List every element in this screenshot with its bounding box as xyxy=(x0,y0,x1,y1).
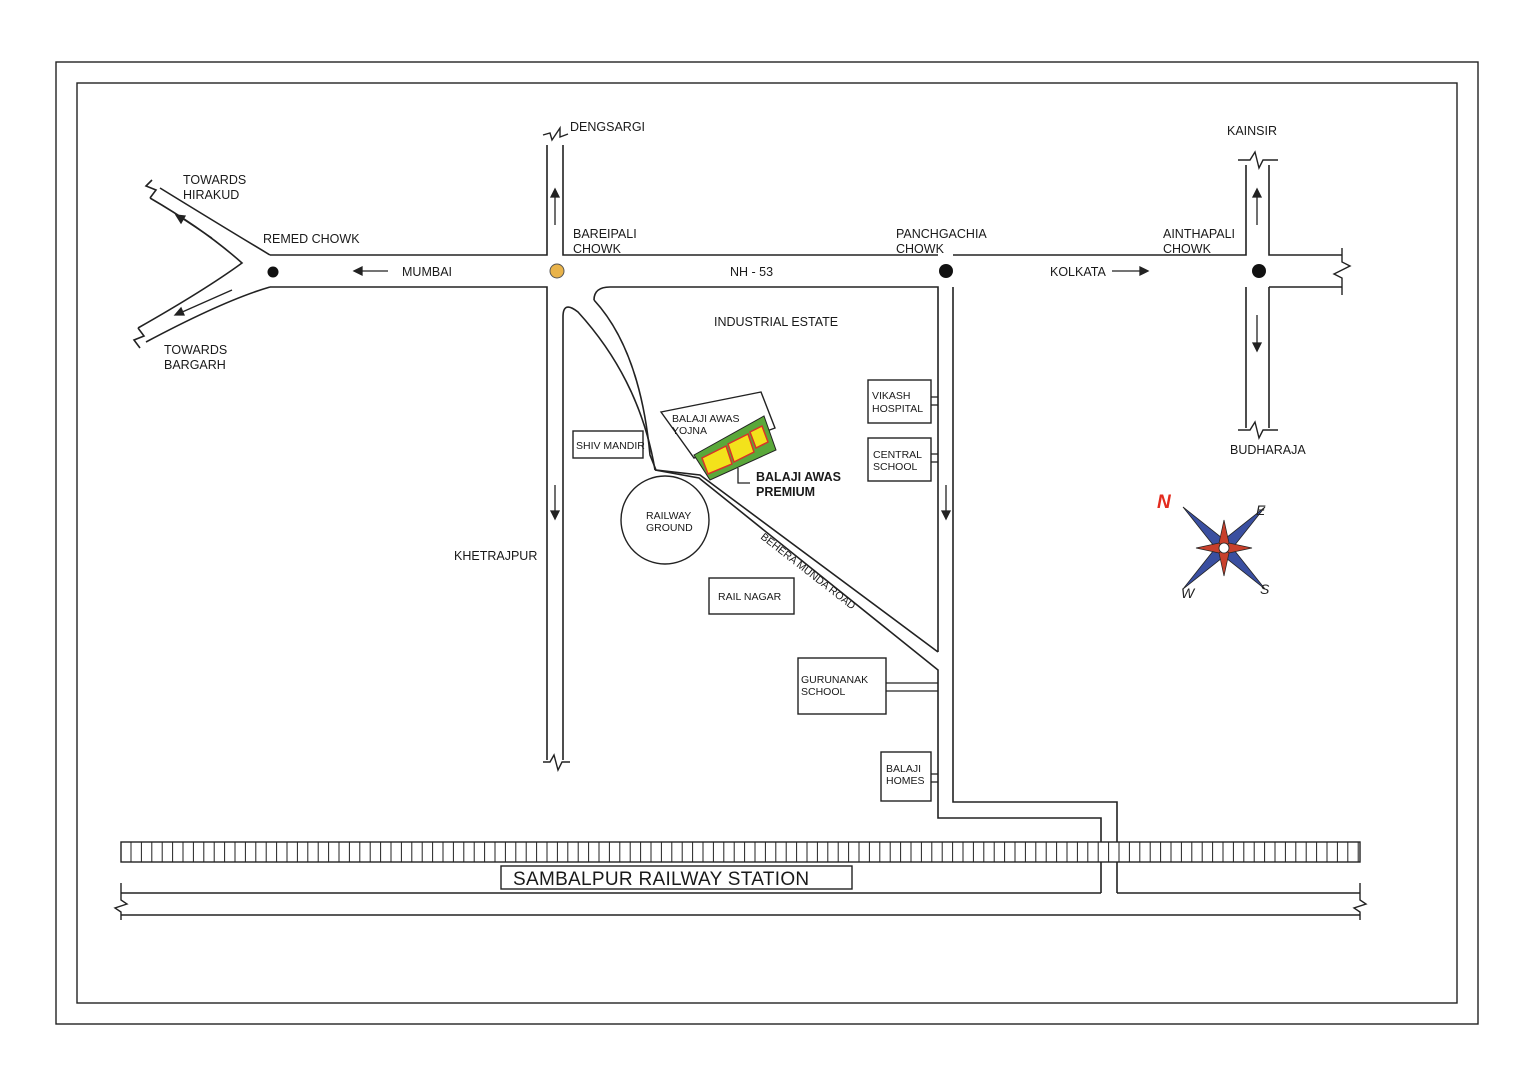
towards-bargarh-label-1: TOWARDS xyxy=(164,343,227,357)
nh53-road xyxy=(270,145,1342,893)
road-break-marks xyxy=(542,125,1352,772)
bareipali-chowk-label-2: CHOWK xyxy=(573,242,622,256)
balaji-awas-yojna-label-2: YOJNA xyxy=(672,425,707,437)
ainthapali-chowk-marker xyxy=(1252,264,1266,278)
railway-ground: RAILWAY GROUND xyxy=(620,475,710,565)
gurunanak-school: GURUNANAK SCHOOL xyxy=(797,657,938,715)
remed-chowk-marker xyxy=(267,266,279,278)
central-school: CENTRAL SCHOOL xyxy=(867,437,938,482)
balaji-awas-premium-label-1: BALAJI AWAS xyxy=(756,470,841,484)
dengsargi-label: DENGSARGI xyxy=(570,120,645,134)
railway-ground-label-1: RAILWAY xyxy=(646,510,691,522)
compass-east-label: E xyxy=(1256,502,1266,518)
remed-chowk-label: REMED CHOWK xyxy=(263,232,360,246)
central-school-label-1: CENTRAL xyxy=(873,449,922,461)
road-arrows xyxy=(173,187,1263,521)
railway-track xyxy=(120,841,1361,863)
shiv-mandir: SHIV MANDIR xyxy=(572,430,645,459)
towards-hirakud-label-2: HIRAKUD xyxy=(183,188,239,202)
khetrajpur-label: KHETRAJPUR xyxy=(454,549,537,563)
balaji-awas-yojna-label-1: BALAJI AWAS xyxy=(672,413,740,425)
rail-nagar-label: RAIL NAGAR xyxy=(718,591,782,603)
budharaja-label: BUDHARAJA xyxy=(1230,443,1306,457)
towards-hirakud-label-1: TOWARDS xyxy=(183,173,246,187)
kolkata-label: KOLKATA xyxy=(1050,265,1106,279)
mumbai-label: MUMBAI xyxy=(402,265,452,279)
rail-nagar: RAIL NAGAR xyxy=(708,577,795,615)
compass-rose-icon: N E S W xyxy=(1157,492,1270,601)
towards-bargarh-label-2: BARGARH xyxy=(164,358,226,372)
panchgachia-chowk-label-1: PANCHGACHIA xyxy=(896,227,987,241)
sambalpur-railway-station-label: SAMBALPUR RAILWAY STATION xyxy=(513,869,809,890)
compass-north-label: N xyxy=(1157,492,1172,513)
central-school-label-2: SCHOOL xyxy=(873,461,918,473)
kainsir-label: KAINSIR xyxy=(1227,124,1277,138)
vikash-hospital-label-2: HOSPITAL xyxy=(872,403,923,415)
behera-munda-road xyxy=(593,299,1102,893)
balaji-homes-label-2: HOMES xyxy=(886,775,925,787)
bareipali-chowk-marker xyxy=(549,263,565,279)
vikash-hospital: VIKASH HOSPITAL xyxy=(867,379,938,424)
compass-south-label: S xyxy=(1260,581,1270,597)
railway-ground-label-2: GROUND xyxy=(646,522,693,534)
outer-frame xyxy=(55,61,1479,1025)
y-junction-roads xyxy=(132,179,271,349)
gurunanak-school-label-1: GURUNANAK xyxy=(801,674,868,686)
vikash-hospital-label-1: VIKASH xyxy=(872,390,911,402)
balaji-awas-premium-label-2: PREMIUM xyxy=(756,485,815,499)
industrial-estate-label: INDUSTRIAL ESTATE xyxy=(714,315,838,329)
nh53-label: NH - 53 xyxy=(730,265,773,279)
gurunanak-school-label-2: SCHOOL xyxy=(801,686,846,698)
ainthapali-chowk-label-2: CHOWK xyxy=(1163,242,1212,256)
inner-frame xyxy=(76,82,1458,1004)
balaji-homes-label-1: BALAJI xyxy=(886,763,921,775)
balaji-homes: BALAJI HOMES xyxy=(880,751,938,802)
ainthapali-chowk-label-1: AINTHAPALI xyxy=(1163,227,1235,241)
station-road: SAMBALPUR RAILWAY STATION xyxy=(113,865,1368,920)
panchgachia-chowk-label-2: CHOWK xyxy=(896,242,945,256)
panchgachia-chowk-marker xyxy=(939,264,953,278)
balaji-awas-site: BALAJI AWAS YOJNA BALAJI AWAS PREMIUM xyxy=(659,391,841,499)
bareipali-chowk-label-1: BAREIPALI xyxy=(573,227,637,241)
shiv-mandir-label: SHIV MANDIR xyxy=(576,440,645,452)
compass-west-label: W xyxy=(1181,585,1196,601)
